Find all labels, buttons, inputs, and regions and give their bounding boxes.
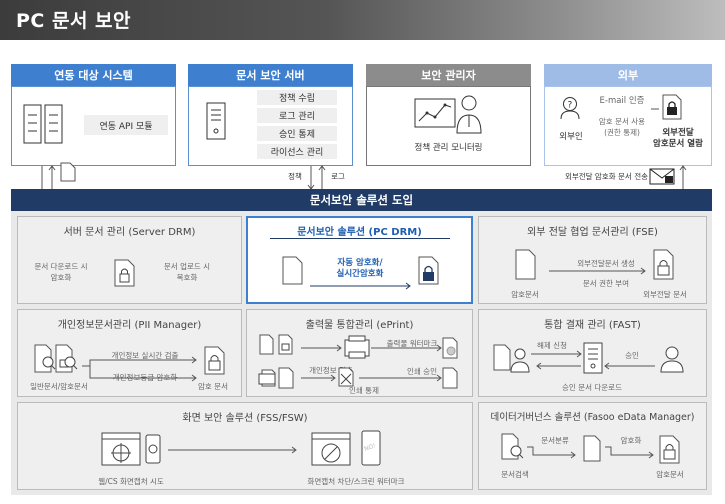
pii-title: 개인정보문서관리 (PII Manager)	[18, 316, 241, 331]
policy-label: 정책	[282, 171, 308, 182]
document-icon	[515, 249, 537, 281]
pc-drm-title: 문서보안 솔루션 (PC DRM)	[248, 223, 471, 238]
server-drm-box: 서버 문서 관리 (Server DRM) 문서 다운로드 시 암호화 문서 업…	[17, 216, 242, 304]
approver-icon	[661, 344, 685, 374]
encrypt-arrow	[310, 282, 420, 290]
envelope-icon	[650, 167, 676, 185]
edata-title: 데이터거버넌스 솔루션 (Fasoo eData Manager)	[479, 409, 706, 423]
capture-attempt-label: 웹/CS 화면캡처 시도	[88, 476, 174, 487]
capture-block-label: 화면캡처 차단/스크린 워터마크	[286, 476, 426, 487]
approved-download-label: 승인 문서 다운로드	[537, 382, 647, 393]
upload-decrypt-label-2: 복호화	[156, 272, 218, 283]
screen-capture-icon	[102, 433, 162, 469]
pc-drm-box: 문서보안 솔루션 (PC DRM) 자동 암호화/ 실시간암호화	[246, 216, 473, 304]
locked-document-icon	[204, 346, 228, 376]
locked-document-icon	[114, 259, 136, 287]
fse-title: 외부 전달 협업 문서관리 (FSE)	[479, 223, 706, 238]
auto-encrypt-label-1: 자동 암호화/	[318, 258, 402, 269]
fss-arrow	[168, 445, 304, 455]
locked-document-icon	[418, 256, 442, 286]
eprint-box: 출력물 통합관리 (ePrint) 출력물 워터마크 개인정보 검출 인쇄 승인…	[246, 309, 473, 397]
capture-block-icon	[312, 431, 392, 469]
document-icon	[60, 162, 76, 182]
fss-title: 화면 보안 솔루션 (FSS/FSW)	[18, 409, 472, 424]
fast-box: 통합 결재 관리 (FAST) 해제 신청 승인 승인 문서 다운로드	[478, 309, 707, 397]
document-search-icon	[34, 344, 78, 374]
fse-target-label: 외부전달 문서	[631, 289, 699, 300]
solution-band: 문서보안 솔루션 도입	[11, 189, 712, 211]
fse-source-label: 암호문서	[497, 289, 553, 300]
title-divider	[270, 238, 450, 239]
eprint-title: 출력물 통합관리 (ePrint)	[247, 316, 472, 331]
fss-box: 화면 보안 솔루션 (FSS/FSW) NO! 웹/CS 화면캡처 시도 화면캡…	[17, 402, 473, 490]
auto-encrypt-label-2: 실시간암호화	[318, 269, 402, 280]
server-drm-title: 서버 문서 관리 (Server DRM)	[18, 223, 241, 238]
fse-permission-label: 문서 권한 부여	[557, 278, 655, 289]
pii-arrows	[82, 346, 202, 386]
fast-title: 통합 결재 관리 (FAST)	[479, 316, 706, 331]
locked-document-icon	[653, 249, 677, 281]
encrypt-arrow	[603, 443, 663, 463]
locked-document-icon	[659, 435, 683, 465]
log-label: 로그	[325, 171, 351, 182]
pii-target-label: 암호 문서	[186, 381, 240, 392]
send-label: 외부전달 암호화 문서 전송	[540, 171, 648, 182]
eprint-flow-icons	[301, 336, 461, 392]
approval-server-icon	[583, 342, 607, 376]
fse-arrow	[549, 267, 649, 275]
upload-decrypt-label-1: 문서 업로드 시	[156, 261, 218, 272]
document-icon	[282, 256, 304, 286]
search-label: 문서검색	[493, 469, 537, 480]
pii-source-label: 일반문서/암호문서	[24, 381, 94, 392]
fse-box: 외부 전달 협업 문서관리 (FSE) 외부전달문서 생성 문서 권한 부여 암…	[478, 216, 707, 304]
pii-box: 개인정보문서관리 (PII Manager) 개인정보 실시간 검출 개인정보등…	[17, 309, 242, 397]
classify-arrow	[525, 443, 585, 463]
document-icon	[583, 435, 603, 463]
edata-box: 데이터거버넌스 솔루션 (Fasoo eData Manager) 문서분류 암…	[478, 402, 707, 490]
result-label: 암호문서	[645, 469, 695, 480]
download-encrypt-label-2: 암호화	[30, 272, 92, 283]
download-encrypt-label-1: 문서 다운로드 시	[30, 261, 92, 272]
